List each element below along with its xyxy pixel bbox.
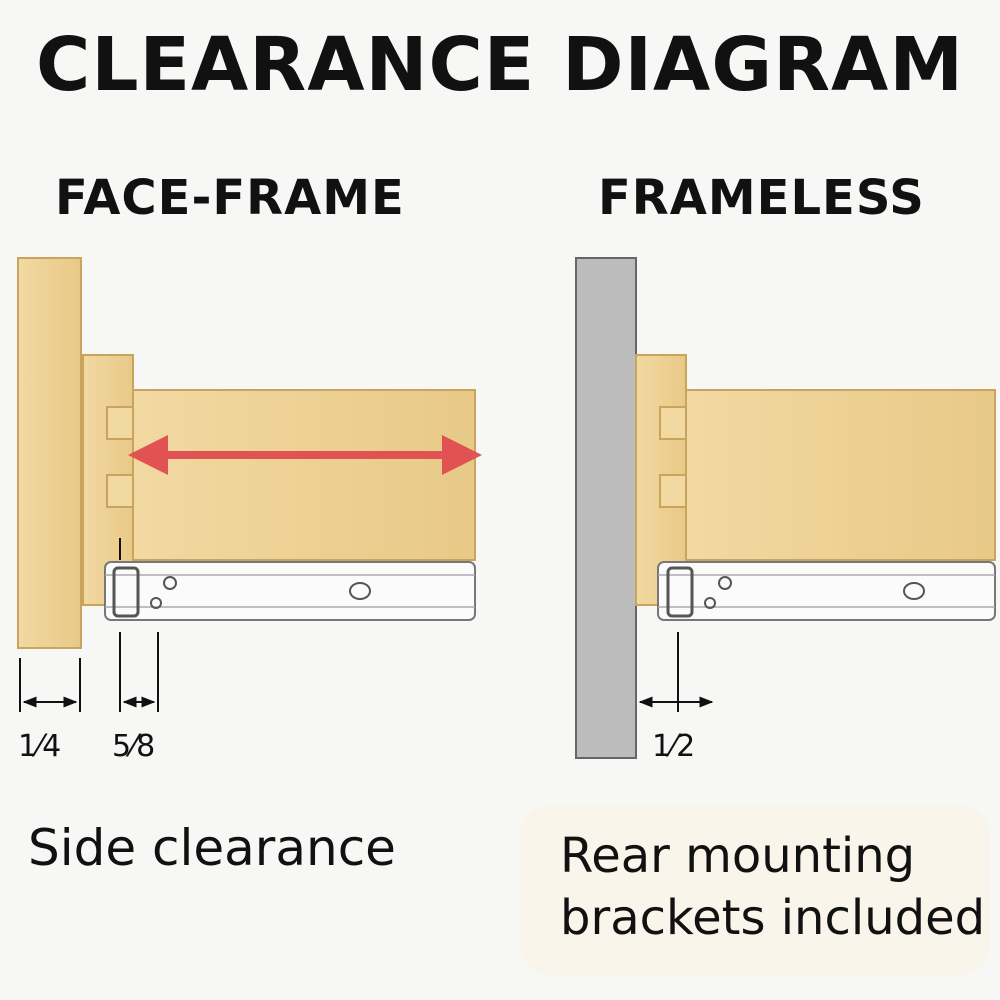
dovetail-notch (659, 474, 687, 508)
dovetail-notch (659, 406, 687, 440)
rear-brackets-line-2: brackets included (560, 890, 986, 946)
face-frame-label: FACE-FRAME (55, 170, 405, 226)
drawer-slide (657, 561, 996, 621)
cabinet-side-panel (575, 257, 637, 759)
dimension-quarter-inch: 1⁄4 (18, 729, 62, 764)
drawer-slide (104, 561, 476, 621)
rear-brackets-callout (520, 805, 990, 975)
frameless-label: FRAMELESS (598, 170, 925, 226)
slide-bracket (666, 566, 694, 618)
slide-bracket (112, 566, 140, 618)
dimension-half-inch: 1⁄2 (652, 729, 696, 764)
frameless-diagram (575, 257, 996, 759)
rear-brackets-line-1: Rear mounting (560, 828, 916, 884)
face-frame-board (17, 257, 82, 649)
drawer-box (685, 389, 996, 561)
dimension-five-eighths-inch: 5⁄8 (112, 729, 156, 764)
dovetail-notch (106, 474, 134, 508)
side-clearance-caption: Side clearance (28, 819, 396, 877)
face-frame-diagram (17, 257, 482, 712)
dovetail-notch (106, 406, 134, 440)
drawer-box (132, 389, 476, 561)
diagram-title: CLEARANCE DIAGRAM (36, 22, 964, 108)
rear-brackets-caption: Rear mounting brackets included (560, 825, 985, 949)
